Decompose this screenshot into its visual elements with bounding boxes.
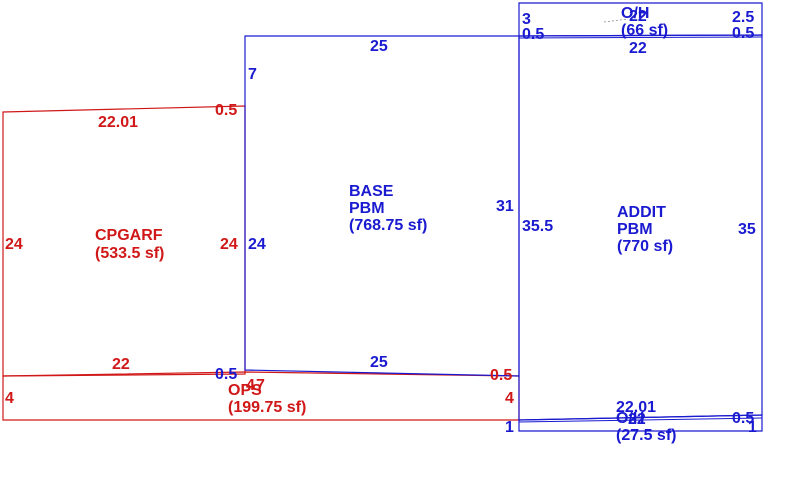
dim-addit-bottom-far-right: 1 [748,419,757,436]
cpgarf-outline [2,105,246,377]
cpgarf-area: (533.5 sf) [95,245,164,262]
dim-ops-overlap-b: 7 [256,377,265,394]
cpgarf-name: CPGARF [95,227,163,244]
dim-base-bottom-right: 0.5 [490,367,512,384]
oh-top-inner-line [518,36,763,39]
dim-addit-bottom-right: 0.5 [732,410,754,427]
addit-name-2: PBM [617,221,653,238]
dim-cpgarf-left: 24 [5,236,23,253]
dim-ops-overlap-a: 4 [246,377,255,394]
ops-name: OPS [228,382,262,399]
base-area: (768.75 sf) [349,217,427,234]
addit-area: (770 sf) [617,238,673,255]
dim-base-bottom: 25 [370,354,388,371]
oh-bottom-area: (27.5 sf) [616,427,676,444]
dim-base-top: 25 [370,38,388,55]
dim-addit-bottom-a: 22.01 [616,399,656,416]
dim-base-right: 31 [496,198,514,215]
ops-area: (199.75 sf) [228,399,306,416]
dim-addit-right: 35 [738,221,756,238]
base-name-2: PBM [349,200,385,217]
dim-oh-top-top: 22 [629,8,647,25]
dim-cpgarf-top: 22.01 [98,114,138,131]
addit-name-1: ADDIT [617,204,666,221]
dim-cpgarf-bottom: 22 [112,356,130,373]
dim-addit-top-left: 0.5 [522,26,544,43]
dim-ops-right: 4 [505,390,514,407]
oh-top-name: O/H [621,5,649,22]
dim-cpgarf-bottom-right: 0.5 [215,366,237,383]
oh-top-area: (66 sf) [621,22,668,39]
dim-base-left: 24 [248,236,266,253]
dim-addit-top: 22 [629,40,647,57]
dim-addit-bottom-b: 22 [628,411,646,428]
dim-ops-left: 4 [5,390,14,407]
dim-addit-left: 35.5 [522,218,553,235]
oh-bottom-outline [518,414,763,432]
dim-oh-top-left: 3 [522,11,531,28]
dim-base-left-top: 7 [248,66,257,83]
base-name-1: BASE [349,183,394,200]
oh-top-leader [603,18,629,23]
dim-cpgarf-right: 24 [220,236,238,253]
dim-oh-top-right: 2.5 [732,9,754,26]
oh-bottom-inner-line [518,417,763,423]
dim-addit-bottom-left: 1 [505,419,514,436]
dim-cpgarf-top-right: 0.5 [215,102,237,119]
oh-top-outline [518,2,763,37]
oh-bottom-name: O/H [616,410,644,427]
dim-addit-top-right: 0.5 [732,25,754,42]
